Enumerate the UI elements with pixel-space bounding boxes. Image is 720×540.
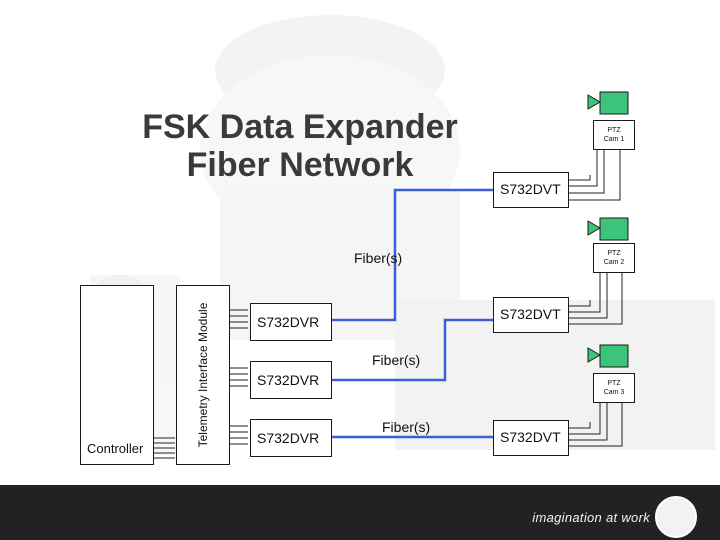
ge-logo-icon	[655, 496, 697, 538]
ptz-camera-box-3: PTZ Cam 3	[593, 373, 635, 403]
fiber-label-2: Fiber(s)	[372, 352, 421, 368]
ptz-camera-box-1: PTZ Cam 1	[593, 120, 635, 150]
dvt-label-3: S732DVT	[500, 429, 561, 445]
ptz-camera-icon-2	[587, 217, 629, 241]
controller-module-links	[153, 437, 175, 459]
dvr-label-3: S732DVR	[257, 430, 320, 446]
camera-label-3: PTZ Cam 3	[603, 380, 625, 396]
dvt-label-1: S732DVT	[500, 181, 561, 197]
dvt-box-3: S732DVT	[493, 420, 569, 456]
dvt-box-1: S732DVT	[493, 172, 569, 208]
controller-box: Controller	[80, 285, 154, 465]
module-label: Telemetry Interface Module	[196, 302, 210, 448]
dvr-label-1: S732DVR	[257, 314, 320, 330]
title-line-1: FSK Data Expander	[142, 108, 458, 146]
fiber-link-2	[330, 318, 493, 382]
fiber-label-3: Fiber(s)	[382, 419, 431, 435]
ptz-camera-icon-3	[587, 344, 629, 368]
dvr-box-1: S732DVR	[250, 303, 332, 341]
ptz-camera-icon-1	[587, 91, 629, 115]
footer-bar	[0, 485, 720, 540]
dvt-box-2: S732DVT	[493, 297, 569, 333]
camera-label-1: PTZ Cam 1	[603, 127, 625, 143]
fiber-link-1	[330, 188, 493, 322]
footer-tagline: imagination at work	[532, 510, 650, 525]
camera-label-2: PTZ Cam 2	[603, 250, 625, 266]
title-line-2: Fiber Network	[186, 146, 414, 184]
fiber-label-1: Fiber(s)	[354, 250, 403, 266]
dvt-camera-links	[568, 145, 623, 447]
dvr-box-2: S732DVR	[250, 361, 332, 399]
dvr-box-3: S732DVR	[250, 419, 332, 457]
telemetry-interface-module: Telemetry Interface Module	[176, 285, 230, 465]
fiber-links	[330, 188, 493, 439]
dvt-label-2: S732DVT	[500, 306, 561, 322]
ptz-camera-box-2: PTZ Cam 2	[593, 243, 635, 273]
dvr-label-2: S732DVR	[257, 372, 320, 388]
module-dvr-links	[230, 309, 248, 445]
slide-title: FSK Data Expander Fiber Network	[130, 108, 470, 184]
controller-label: Controller	[87, 441, 144, 456]
